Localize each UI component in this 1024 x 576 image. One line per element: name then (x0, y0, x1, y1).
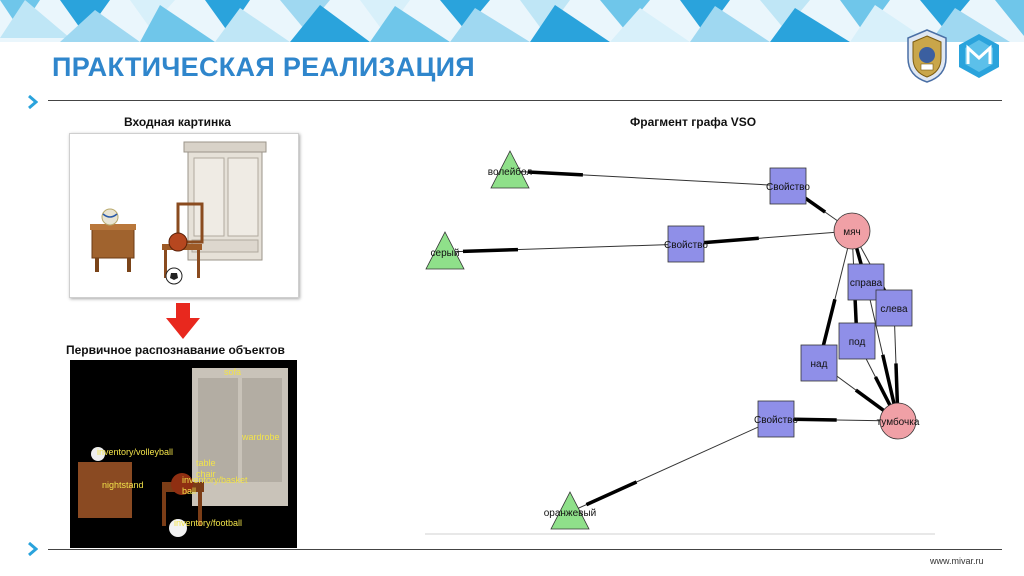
header-divider (48, 100, 1002, 101)
graph-edge-arrow (873, 376, 892, 406)
header-banner (0, 0, 1024, 42)
graph-node-nightstand: тумбочка (877, 402, 920, 440)
graph-node-prop3: Свойство (754, 400, 798, 438)
university-emblem-logo (907, 29, 947, 83)
graph-edge-arrow (585, 480, 638, 507)
graph-node-volleyball: волейбол (488, 150, 533, 189)
recog-label-basket: inventory/basket (182, 475, 248, 485)
graph-node-label: над (811, 359, 828, 370)
graph-edge-arrow (821, 298, 837, 346)
graph-node-ball: мяч (833, 212, 871, 250)
graph-node-label: серый (431, 248, 460, 259)
graph-node-label: оранжевый (544, 508, 597, 519)
page-title: ПРАКТИЧЕСКАЯ РЕАЛИЗАЦИЯ (52, 52, 476, 82)
recog-label-wardrobe: wardrobe (241, 432, 280, 442)
graph-edge-arrow (462, 247, 519, 254)
footer-divider (48, 549, 1002, 550)
graph-node-prop2: Свойство (664, 225, 708, 263)
graph-node-label: тумбочка (877, 416, 920, 428)
chevron-right-icon (28, 542, 38, 556)
graph-node-label: Свойство (664, 240, 708, 251)
mivar-logo (959, 34, 999, 78)
graph-edge-arrow (793, 417, 837, 422)
recognition-image: sofa wardrobe inventory/volleyball table… (70, 360, 297, 548)
chevron-right-icon (28, 95, 38, 109)
graph-node-orange: оранжевый (544, 491, 597, 530)
recognition-caption: Первичное распознавание объектов (66, 343, 285, 357)
graph-node-label: Свойство (754, 415, 798, 426)
recog-label-sofa: sofa (224, 367, 241, 377)
graph-edge-arrow (801, 194, 827, 214)
input-image (69, 133, 299, 298)
recog-label-chair: chair (196, 469, 216, 479)
recog-label-ball: ball (182, 486, 196, 496)
footer-url: www.mivar.ru (930, 556, 984, 566)
graph-edge-arrow (894, 363, 900, 404)
graph-node-label: слева (880, 304, 908, 315)
graph-node-prop1: Свойство (766, 167, 810, 205)
graph-edge-arrow (854, 388, 885, 412)
graph-node-label: под (849, 337, 866, 348)
graph-caption: Фрагмент графа VSO (630, 115, 757, 129)
arrow-down-icon (166, 303, 200, 339)
graph-edge-arrow (527, 170, 583, 177)
graph-edge-arrow (703, 236, 759, 245)
graph-node-label: мяч (843, 227, 861, 238)
recog-label-volleyball: inventory/volleyball (97, 447, 173, 457)
graph-node-label: Свойство (766, 182, 810, 193)
graph-node-label: справа (850, 278, 883, 289)
graph-node-under: под (838, 322, 876, 360)
graph-node-gray: серый (425, 231, 465, 270)
recog-label-table: table (196, 458, 216, 468)
vso-graph: волейболсерыйоранжевыйСвойствоСвойствоСв… (425, 150, 935, 535)
recog-label-nightstand: nightstand (102, 480, 144, 490)
input-image-caption: Входная картинка (124, 115, 231, 129)
graph-node-right: справа (847, 263, 885, 301)
graph-node-label: волейбол (488, 166, 533, 178)
recog-label-football: inventory/football (174, 518, 242, 528)
graph-edge-arrow (881, 354, 896, 404)
graph-node-left: слева (875, 289, 913, 327)
graph-node-above: над (800, 344, 838, 382)
graph-edge-arrow (854, 246, 863, 266)
